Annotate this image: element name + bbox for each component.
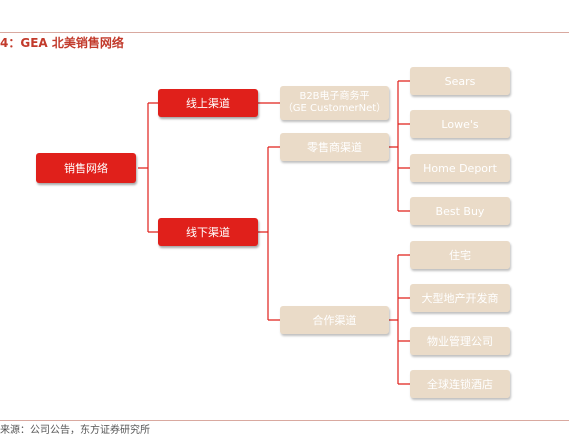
- node-b2b-platform: B2B电子商务平 （GE CustomerNet）: [280, 86, 389, 120]
- connector-retail: [389, 80, 410, 212]
- node-global-hotel-chain: 全球连锁酒店: [410, 370, 510, 398]
- b2b-line-1: B2B电子商务平: [299, 91, 370, 102]
- node-sales-network: 销售网络: [36, 153, 136, 183]
- node-offline-channel: 线下渠道: [158, 218, 258, 246]
- node-residential: 住宅: [410, 241, 510, 269]
- node-home-deport: Home Deport: [410, 154, 510, 182]
- node-online-channel: 线上渠道: [158, 89, 258, 117]
- node-partner-channel: 合作渠道: [280, 306, 389, 334]
- top-rule: [0, 32, 569, 33]
- connector-offline: [258, 146, 280, 321]
- figure-title: 4：GEA 北美销售网络: [0, 36, 124, 50]
- node-sears: Sears: [410, 67, 510, 95]
- source-note: 来源：公司公告，东方证券研究所: [0, 425, 150, 436]
- b2b-line-2: （GE CustomerNet）: [282, 103, 387, 114]
- connector-root: [138, 102, 158, 233]
- bottom-rule: [0, 420, 569, 421]
- node-lowes: Lowe's: [410, 110, 510, 138]
- node-best-buy: Best Buy: [410, 197, 510, 225]
- node-large-developer: 大型地产开发商: [410, 284, 510, 312]
- connector-partner: [389, 254, 410, 385]
- node-retail-channel: 零售商渠道: [280, 133, 389, 161]
- node-property-management: 物业管理公司: [410, 327, 510, 355]
